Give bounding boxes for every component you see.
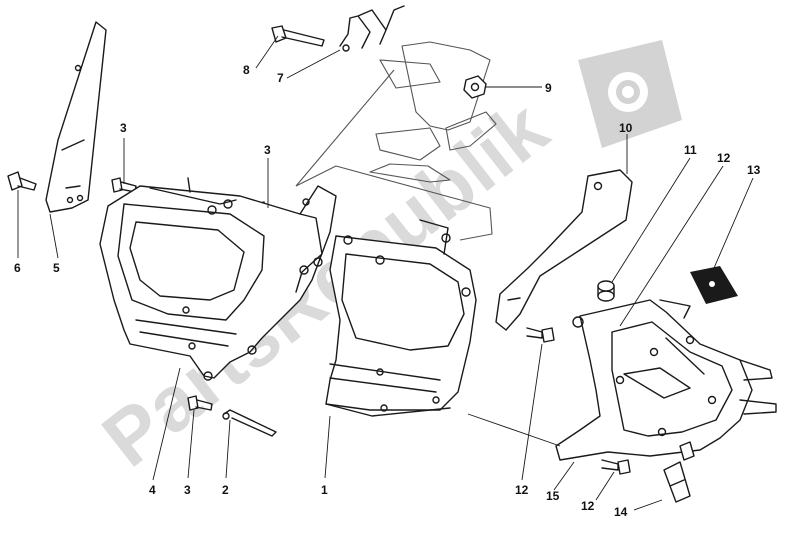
callout-11: 11 bbox=[684, 143, 697, 157]
callout-4: 4 bbox=[149, 483, 156, 497]
callout-10: 10 bbox=[619, 121, 633, 135]
callout-9: 9 bbox=[545, 81, 552, 95]
pin-part-2 bbox=[222, 409, 277, 437]
ghost-bracket bbox=[295, 41, 497, 241]
bolt-part-8 bbox=[271, 25, 325, 47]
grommet-part-11 bbox=[597, 280, 615, 302]
left-frame-part bbox=[99, 177, 337, 381]
callouts: 1 2 3 3 3 4 5 6 7 8 9 10 11 12 12 12 13 … bbox=[14, 63, 761, 519]
callout-3-top-mid: 3 bbox=[264, 143, 271, 157]
callout-1: 1 bbox=[321, 483, 328, 497]
callout-6: 6 bbox=[14, 261, 21, 275]
callout-12-top: 12 bbox=[717, 151, 731, 165]
bolt-part-12-a bbox=[526, 327, 555, 343]
callout-13: 13 bbox=[747, 163, 761, 177]
bolt-part-6 bbox=[7, 171, 37, 191]
bolt-part-3-bottom bbox=[187, 395, 213, 411]
callout-5: 5 bbox=[53, 261, 60, 275]
gear-icon bbox=[578, 40, 682, 148]
callout-3-top-left: 3 bbox=[120, 121, 127, 135]
bracket-part-15 bbox=[555, 299, 777, 461]
callout-12-mid: 12 bbox=[515, 483, 529, 497]
callout-2: 2 bbox=[222, 483, 229, 497]
clip-part-14 bbox=[663, 441, 695, 503]
pad-part-13 bbox=[690, 266, 738, 304]
bolt-part-12-c bbox=[601, 459, 631, 475]
callout-15: 15 bbox=[546, 489, 560, 503]
callout-7: 7 bbox=[277, 71, 284, 85]
callout-3-bottom: 3 bbox=[184, 483, 191, 497]
plate-part-10 bbox=[495, 169, 633, 331]
callout-8: 8 bbox=[243, 63, 250, 77]
right-frame-part bbox=[325, 219, 477, 417]
clip-part-7 bbox=[339, 5, 405, 52]
nut-part-9 bbox=[463, 75, 487, 99]
leader-lines bbox=[17, 35, 754, 511]
callout-14: 14 bbox=[614, 505, 628, 519]
side-plate-part bbox=[45, 21, 107, 213]
callout-12-bottom: 12 bbox=[581, 499, 595, 513]
